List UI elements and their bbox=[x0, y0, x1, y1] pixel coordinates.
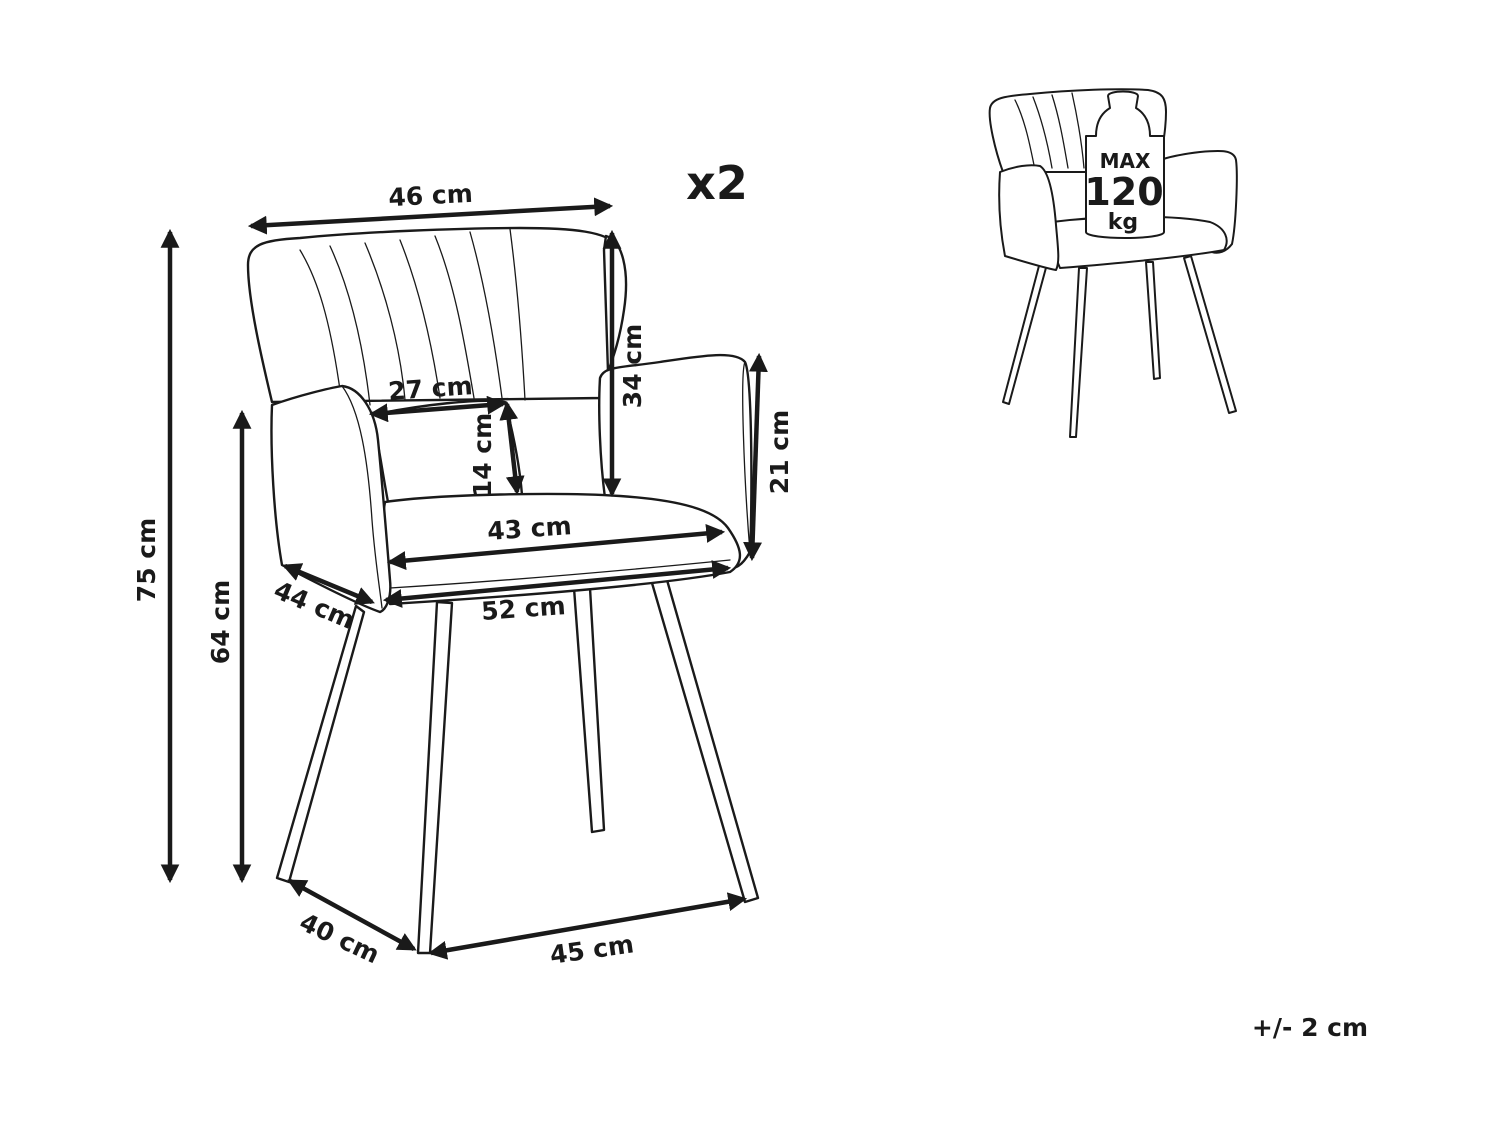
max-load-icon: MAX 120 kg bbox=[988, 88, 1238, 438]
max-load-line3: kg bbox=[1108, 210, 1138, 235]
label-leg-width: 45 cm bbox=[548, 929, 636, 969]
chair-inner-back bbox=[370, 399, 524, 504]
max-load-line2: 120 bbox=[1084, 170, 1163, 214]
label-seat-width: 43 cm bbox=[486, 511, 572, 546]
label-leg-depth: 40 cm bbox=[295, 907, 384, 969]
max-load-line1: MAX bbox=[1100, 149, 1151, 173]
dim-arrow-leg-depth bbox=[287, 879, 417, 951]
label-total-width: 46 cm bbox=[388, 179, 474, 212]
chair-legs bbox=[275, 578, 760, 955]
tolerance-label: +/- 2 cm bbox=[1252, 1013, 1368, 1042]
chair-seat bbox=[381, 492, 742, 606]
dim-arrow-leg-width bbox=[427, 892, 748, 960]
dim-arrow-arm-gap bbox=[499, 400, 525, 496]
dim-arrow-armrest-height bbox=[743, 352, 768, 562]
label-seat-total-width: 52 cm bbox=[480, 591, 566, 626]
dim-arrow-seat-total-width bbox=[382, 560, 732, 608]
backrest-channels bbox=[299, 228, 526, 406]
label-backrest-height: 34 cm bbox=[618, 324, 647, 408]
dimension-lines bbox=[160, 197, 768, 960]
label-inner-width: 27 cm bbox=[387, 371, 473, 406]
dim-arrow-total-width bbox=[247, 197, 614, 235]
label-armrest-height: 21 cm bbox=[765, 410, 794, 494]
quantity-label: x2 bbox=[686, 156, 748, 210]
label-arm-gap: 14 cm bbox=[468, 413, 497, 497]
dim-arrow-seat-depth bbox=[282, 563, 375, 605]
dim-arrow-seat-width bbox=[386, 524, 726, 570]
label-total-height: 75 cm bbox=[132, 518, 161, 602]
label-arm-height: 64 cm bbox=[206, 580, 235, 664]
dim-arrow-inner-width bbox=[368, 395, 507, 423]
